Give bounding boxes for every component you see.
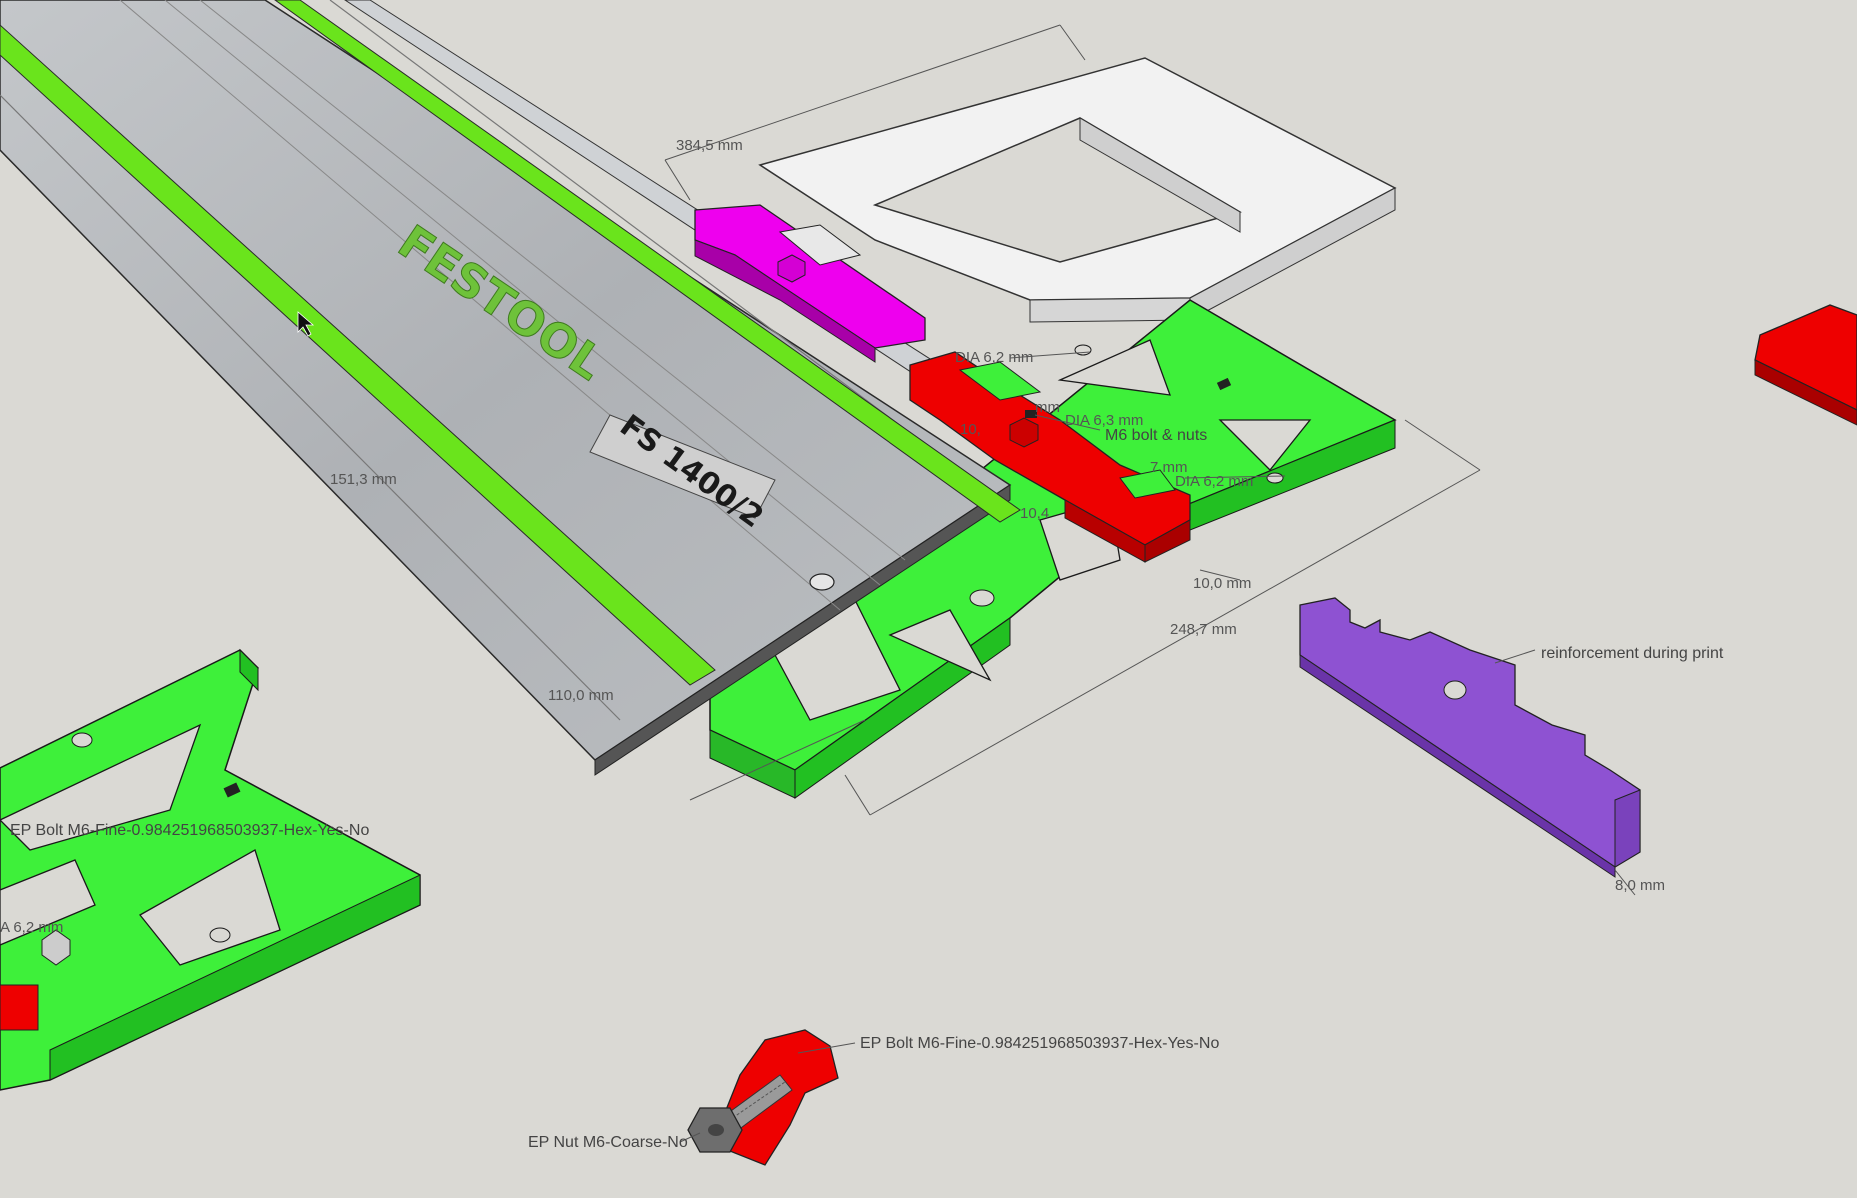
annotation-bolt-left: EP Bolt M6-Fine-0.984251968503937-Hex-Ye… (10, 822, 369, 839)
dimension-10-0: 10,0 mm (1193, 575, 1251, 592)
dimension-8-0: 8,0 mm (1615, 877, 1665, 894)
purple-reinforcement (1299, 597, 1641, 878)
dimension-151-3: 151,3 mm (330, 471, 397, 488)
annotation-m6-bolt-nuts: M6 bolt & nuts (1105, 427, 1207, 444)
annotation-nut-bottom: EP Nut M6-Coarse-No (528, 1134, 688, 1151)
dimension-dia-6-2-left: A 6,2 mm (0, 919, 63, 936)
dimension-fragment-mm: mm (1035, 399, 1060, 416)
dimension-384-5: 384,5 mm (676, 137, 743, 154)
dimension-fragment-10-2: 10, (960, 421, 981, 438)
annotation-reinforcement: reinforcement during print (1541, 645, 1724, 662)
dimension-dia-6-2-top: DIA 6,2 mm (955, 349, 1033, 366)
annotation-bolt-bottom: EP Bolt M6-Fine-0.984251968503937-Hex-Ye… (860, 1035, 1219, 1052)
dimension-dia-6-3: DIA 6,3 mm (1065, 412, 1143, 429)
white-bracket (758, 57, 1397, 323)
dimension-248-7: 248,7 mm (1170, 621, 1237, 638)
red-part-fragment (1754, 304, 1857, 426)
mouse-cursor-icon (297, 311, 315, 337)
dimension-110-0: 110,0 mm (548, 687, 614, 704)
dimension-fragment-7mm: 7 mm (1150, 459, 1188, 476)
green-base-left (0, 648, 421, 1091)
dimension-dia-6-2-right: DIA 6,2 mm (1175, 473, 1253, 490)
dimension-fragment-10-4: 10,4 (1020, 505, 1049, 522)
dimension-lines (664, 24, 1636, 1143)
bolt-and-nut (687, 1029, 839, 1166)
magenta-clamp (694, 204, 926, 363)
red-clamp (909, 351, 1191, 563)
green-base-main (709, 299, 1397, 799)
